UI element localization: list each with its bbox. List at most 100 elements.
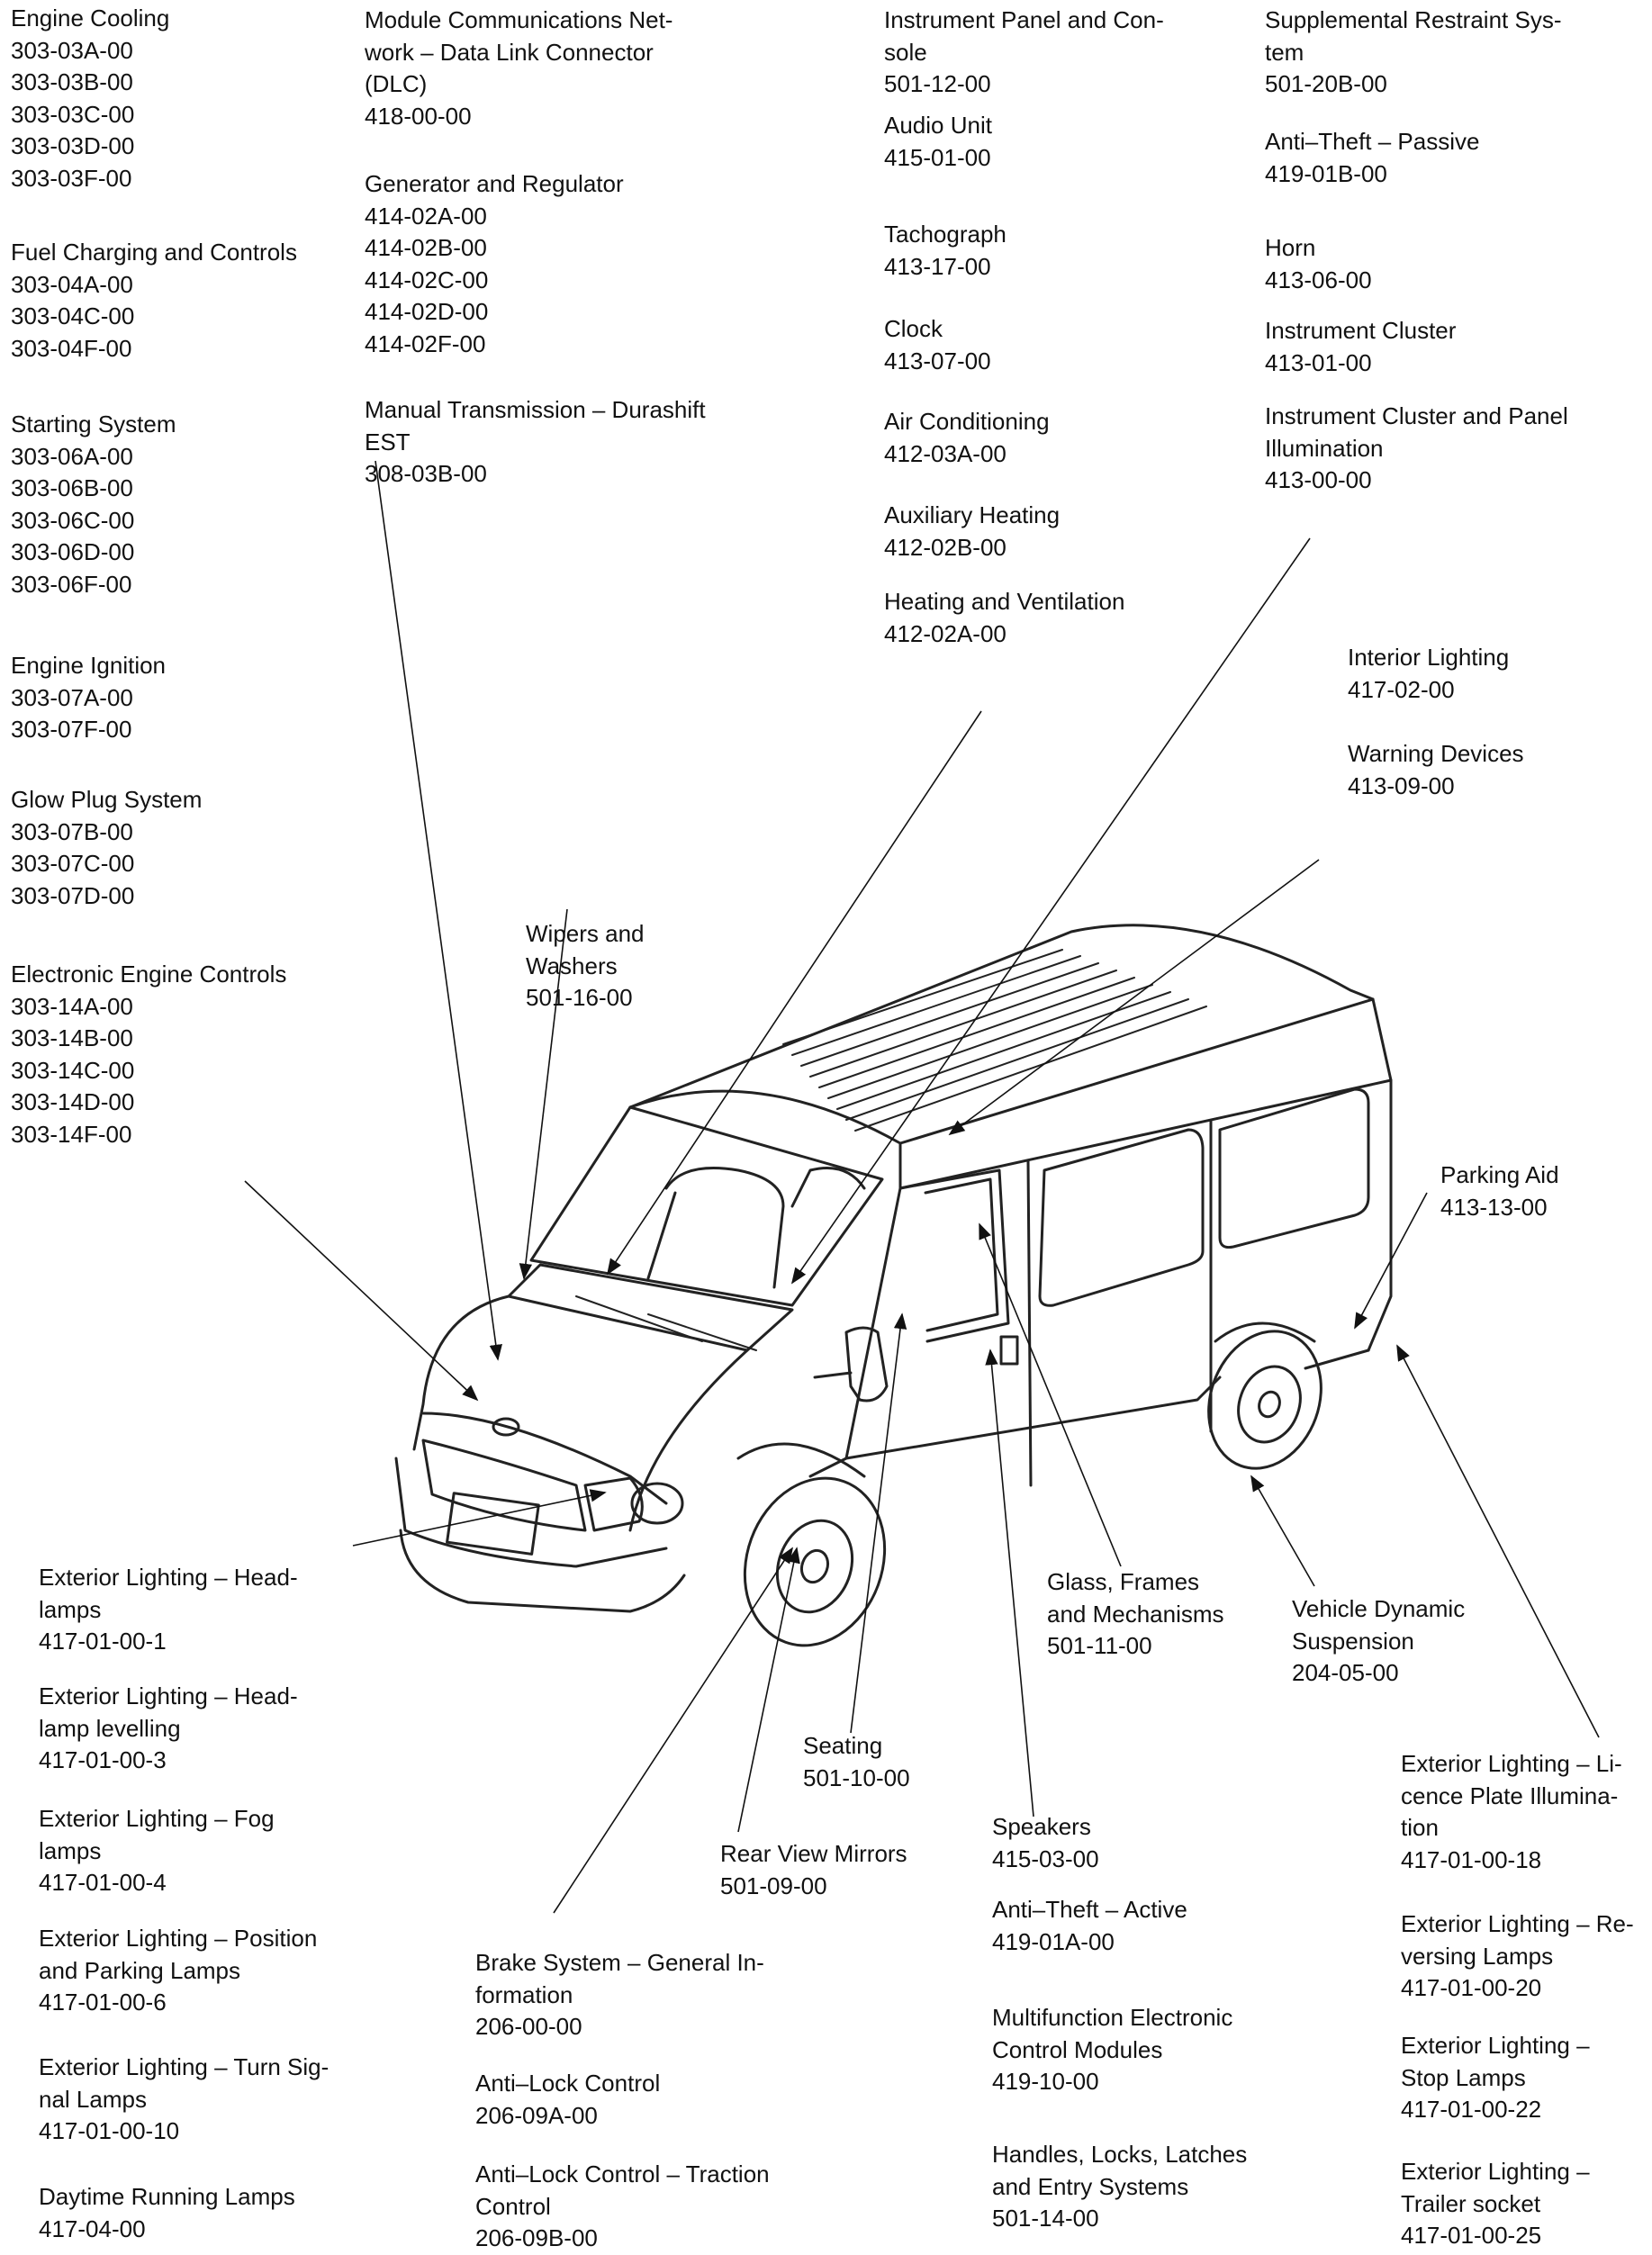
label-anti-theft-passive: Anti–Theft – Passive 419-01B-00 [1265, 126, 1479, 190]
label-fog-lamps: Exterior Lighting – Fog lamps 417-01-00-… [39, 1803, 275, 1899]
line: Multifunction Electronic [992, 2004, 1233, 2031]
line: sole [884, 38, 927, 66]
code: 415-03-00 [992, 1845, 1099, 1872]
line: Glass, Frames [1047, 1568, 1200, 1595]
line: Instrument Panel and Con- [884, 6, 1164, 33]
label-engine-cooling: Engine Cooling 303-03A-00 303-03B-00 303… [11, 3, 169, 194]
label-turn-signal: Exterior Lighting – Turn Sig- nal Lamps … [39, 2052, 329, 2148]
code: 303-03D-00 [11, 132, 135, 159]
line: Vehicle Dynamic [1292, 1595, 1466, 1622]
line: Exterior Lighting – Position [39, 1925, 318, 1952]
code: 308-03B-00 [365, 460, 487, 487]
code: 417-01-00-3 [39, 1746, 167, 1773]
line: Illumination [1265, 434, 1384, 462]
label-manual-trans: Manual Transmission – Durashift EST 308-… [365, 394, 706, 491]
code: 413-06-00 [1265, 266, 1372, 293]
line: Exterior Lighting – Fog [39, 1805, 275, 1832]
title: Clock [884, 315, 943, 342]
label-warning-devices: Warning Devices 413-09-00 [1348, 738, 1524, 802]
code: 417-01-00-4 [39, 1869, 167, 1896]
title: Air Conditioning [884, 408, 1050, 435]
code: 303-06C-00 [11, 506, 135, 534]
code: 303-04A-00 [11, 270, 133, 298]
code: 419-10-00 [992, 2068, 1099, 2095]
line: EST [365, 428, 411, 456]
code: 415-01-00 [884, 143, 991, 171]
label-handles-locks: Handles, Locks, Latches and Entry System… [992, 2139, 1247, 2235]
code: 303-14B-00 [11, 1024, 133, 1051]
code: 412-02A-00 [884, 619, 1007, 647]
code: 204-05-00 [1292, 1659, 1399, 1686]
label-position-lamps: Exterior Lighting – Position and Parking… [39, 1923, 317, 2019]
line: Trailer socket [1401, 2189, 1541, 2217]
code: 303-07F-00 [11, 716, 132, 743]
code: 303-06B-00 [11, 474, 133, 501]
title: Electronic Engine Controls [11, 961, 287, 988]
line: Manual Transmission – Durashift [365, 396, 706, 423]
title: Instrument Cluster [1265, 317, 1457, 344]
line: Control [475, 2192, 551, 2220]
label-stop-lamps: Exterior Lighting – Stop Lamps 417-01-00… [1401, 2030, 1590, 2126]
code: 413-00-00 [1265, 466, 1372, 493]
code: 303-03C-00 [11, 100, 135, 128]
code: 303-03F-00 [11, 164, 132, 192]
title: Horn [1265, 234, 1316, 261]
code: 412-03A-00 [884, 439, 1007, 467]
label-seating: Seating 501-10-00 [803, 1730, 910, 1794]
code: 303-06A-00 [11, 442, 133, 470]
label-trailer-socket: Exterior Lighting – Trailer socket 417-0… [1401, 2156, 1590, 2252]
code: 303-03B-00 [11, 68, 133, 95]
code: 417-01-00-20 [1401, 1974, 1542, 2001]
code: 419-01B-00 [1265, 159, 1387, 187]
label-headlamp-levelling: Exterior Lighting – Head- lamp levelling… [39, 1681, 298, 1777]
title: Engine Cooling [11, 5, 170, 32]
code: 501-12-00 [884, 70, 991, 97]
line: tion [1401, 1814, 1439, 1841]
label-glass-frames: Glass, Frames and Mechanisms 501-11-00 [1047, 1566, 1224, 1663]
label-horn: Horn 413-06-00 [1265, 232, 1372, 296]
line: Handles, Locks, Latches [992, 2141, 1248, 2168]
code: 417-01-00-22 [1401, 2096, 1542, 2123]
line: lamp levelling [39, 1714, 181, 1742]
label-srs: Supplemental Restraint Sys- tem 501-20B-… [1265, 5, 1561, 101]
code: 206-09B-00 [475, 2224, 598, 2251]
line: Module Communications Net- [365, 6, 673, 33]
label-reversing: Exterior Lighting – Re- versing Lamps 41… [1401, 1908, 1634, 2005]
code: 303-07A-00 [11, 683, 133, 711]
line: Exterior Lighting – Turn Sig- [39, 2053, 329, 2080]
line: Control Modules [992, 2035, 1163, 2063]
van-body [394, 924, 1393, 1647]
code: 413-17-00 [884, 252, 991, 280]
label-speakers: Speakers 415-03-00 [992, 1811, 1099, 1875]
line: lamps [39, 1836, 102, 1864]
code: 417-01-00-18 [1401, 1845, 1542, 1873]
code: 501-14-00 [992, 2205, 1099, 2232]
label-wipers: Wipers and Washers 501-16-00 [526, 918, 645, 1015]
label-anti-lock-traction: Anti–Lock Control – Traction Control 206… [475, 2159, 770, 2255]
label-fuel-charging: Fuel Charging and Controls 303-04A-00 30… [11, 237, 297, 365]
line: Stop Lamps [1401, 2063, 1526, 2091]
title: Audio Unit [884, 112, 992, 139]
code: 414-02A-00 [365, 202, 487, 230]
line: versing Lamps [1401, 1942, 1554, 1970]
label-clock: Clock 413-07-00 [884, 313, 991, 377]
label-headlamps: Exterior Lighting – Head- lamps 417-01-0… [39, 1562, 298, 1658]
code: 414-02C-00 [365, 266, 489, 293]
code: 419-01A-00 [992, 1927, 1115, 1955]
title: Anti–Lock Control [475, 2070, 661, 2097]
line: Exterior Lighting – Head- [39, 1564, 298, 1591]
title: Speakers [992, 1813, 1091, 1840]
label-multifunction: Multifunction Electronic Control Modules… [992, 2002, 1232, 2098]
line: and Parking Lamps [39, 1956, 241, 1984]
label-aux-heating: Auxiliary Heating 412-02B-00 [884, 500, 1060, 564]
label-audio-unit: Audio Unit 415-01-00 [884, 110, 992, 174]
label-vehicle-dynamic: Vehicle Dynamic Suspension 204-05-00 [1292, 1593, 1465, 1690]
code: 501-16-00 [526, 984, 633, 1011]
label-generator: Generator and Regulator 414-02A-00 414-0… [365, 168, 624, 360]
code: 206-00-00 [475, 2013, 582, 2040]
code: 501-10-00 [803, 1763, 910, 1791]
title: Rear View Mirrors [720, 1840, 907, 1867]
line: Exterior Lighting – Li- [1401, 1750, 1622, 1777]
title: Anti–Theft – Active [992, 1896, 1187, 1923]
